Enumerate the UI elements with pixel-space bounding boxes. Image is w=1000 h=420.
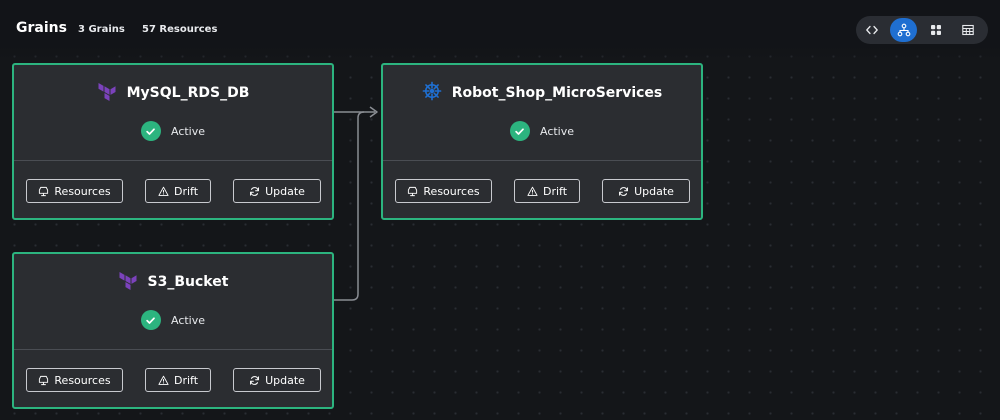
resources-count: 57 Resources — [142, 24, 218, 35]
resources-icon — [39, 375, 49, 385]
table-icon — [961, 24, 974, 36]
grain-name: MySQL_RDS_DB — [126, 85, 250, 101]
terraform-icon — [97, 81, 117, 105]
resources-label: Resources — [54, 373, 111, 387]
code-icon — [865, 25, 878, 35]
grain-name: Robot_Shop_MicroServices — [451, 85, 663, 101]
refresh-icon — [250, 186, 260, 196]
update-button[interactable]: Update — [233, 368, 321, 392]
hierarchy-icon — [897, 23, 910, 37]
drift-label: Drift — [173, 184, 199, 198]
drift-button[interactable]: Drift — [514, 179, 580, 203]
refresh-icon — [250, 375, 260, 385]
drift-button[interactable]: Drift — [145, 179, 211, 203]
status-check-icon — [140, 310, 161, 330]
grid-icon — [930, 25, 941, 35]
update-button[interactable]: Update — [233, 179, 321, 203]
terraform-icon — [118, 270, 138, 294]
grain-status: Active — [170, 313, 206, 327]
graph-view-button[interactable] — [890, 18, 917, 42]
helm-icon — [422, 81, 442, 105]
header-bar: Grains 3 Grains 57 Resources — [0, 0, 1000, 62]
connector-line — [333, 111, 365, 301]
connector-arrowhead — [369, 106, 378, 118]
grain-card[interactable]: S3_Bucket Active Resources — [12, 252, 334, 409]
resources-button[interactable]: Resources — [26, 368, 123, 392]
update-label: Update — [265, 184, 305, 198]
code-view-button[interactable] — [858, 18, 885, 42]
refresh-icon — [619, 186, 629, 196]
update-label: Update — [634, 184, 674, 198]
card-divider — [383, 160, 701, 161]
grains-count: 3 Grains — [78, 24, 125, 35]
warning-icon — [527, 186, 538, 196]
warning-icon — [158, 375, 169, 385]
page-title: Grains — [16, 20, 67, 36]
drift-label: Drift — [173, 373, 199, 387]
drift-label: Drift — [542, 184, 568, 198]
grain-name: S3_Bucket — [147, 274, 229, 290]
resources-button[interactable]: Resources — [26, 179, 123, 203]
grain-status: Active — [170, 124, 206, 138]
update-button[interactable]: Update — [602, 179, 690, 203]
view-toggle — [856, 16, 988, 44]
resources-label: Resources — [423, 184, 480, 198]
resources-icon — [408, 186, 418, 196]
resources-label: Resources — [54, 184, 111, 198]
grain-status: Active — [539, 124, 575, 138]
card-divider — [14, 349, 332, 350]
card-divider — [14, 160, 332, 161]
grid-view-button[interactable] — [922, 18, 949, 42]
resources-icon — [39, 186, 49, 196]
table-view-button[interactable] — [954, 18, 981, 42]
warning-icon — [158, 186, 169, 196]
resources-button[interactable]: Resources — [395, 179, 492, 203]
drift-button[interactable]: Drift — [145, 368, 211, 392]
grain-card[interactable]: MySQL_RDS_DB Active Resources — [12, 63, 334, 220]
update-label: Update — [265, 373, 305, 387]
grain-card[interactable]: Robot_Shop_MicroServices Active Resource… — [381, 63, 703, 220]
status-check-icon — [509, 121, 530, 141]
status-check-icon — [140, 121, 161, 141]
